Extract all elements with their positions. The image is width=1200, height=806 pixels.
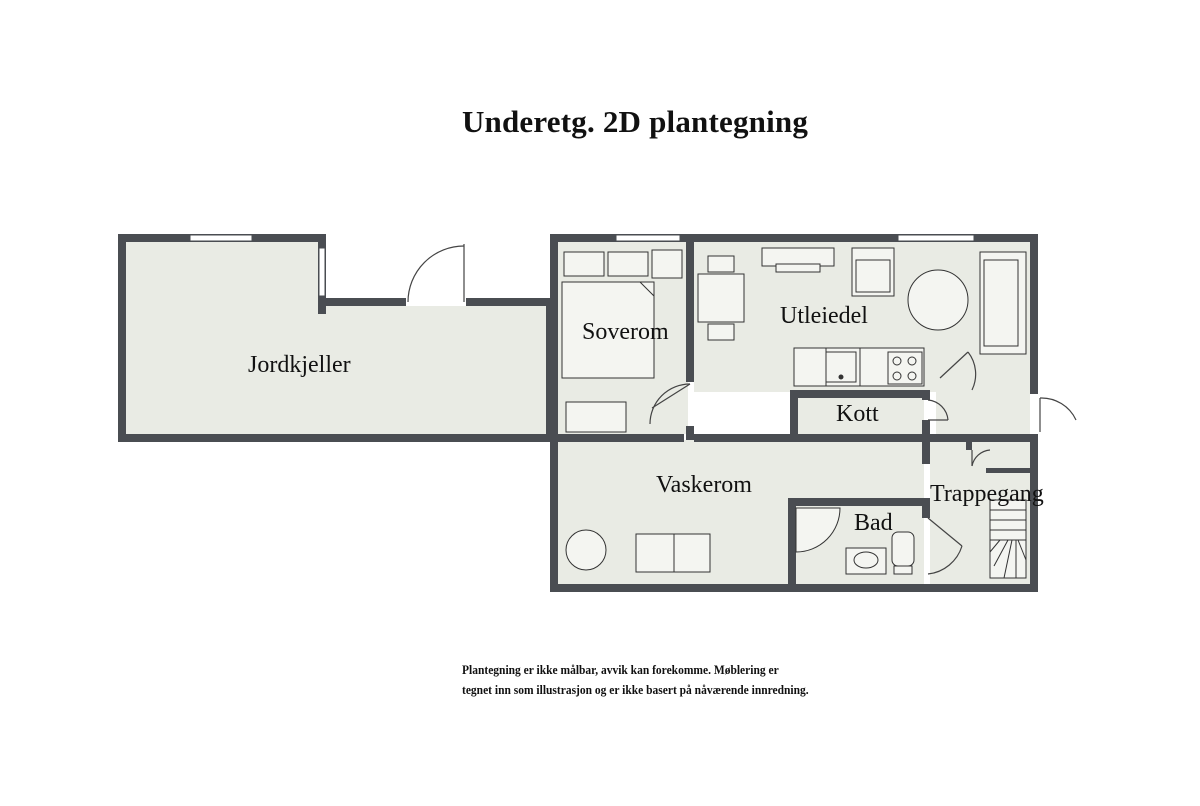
room-label-kott: Kott xyxy=(836,401,879,427)
walls xyxy=(118,234,1038,592)
furniture xyxy=(561,247,1027,579)
disclaimer-line-2: tegnet inn som illustrasjon og er ikke b… xyxy=(462,683,809,697)
room-label-trappegang: Trappegang xyxy=(930,481,1044,507)
room-label-bad: Bad xyxy=(854,510,893,536)
room-label-soverom: Soverom xyxy=(582,319,669,345)
room-label-utleiedel: Utleiedel xyxy=(780,303,868,329)
disclaimer-note: Plantegning er ikke målbar, avvik kan fo… xyxy=(462,660,809,700)
doors xyxy=(407,244,1077,575)
page-title: Underetg. 2D plantegning xyxy=(461,104,809,139)
disclaimer-line-1: Plantegning er ikke målbar, avvik kan fo… xyxy=(462,663,779,677)
windows xyxy=(189,234,975,297)
room-label-vaskerom: Vaskerom xyxy=(656,472,752,498)
room-label-jordkjeller: Jordkjeller xyxy=(248,352,351,378)
